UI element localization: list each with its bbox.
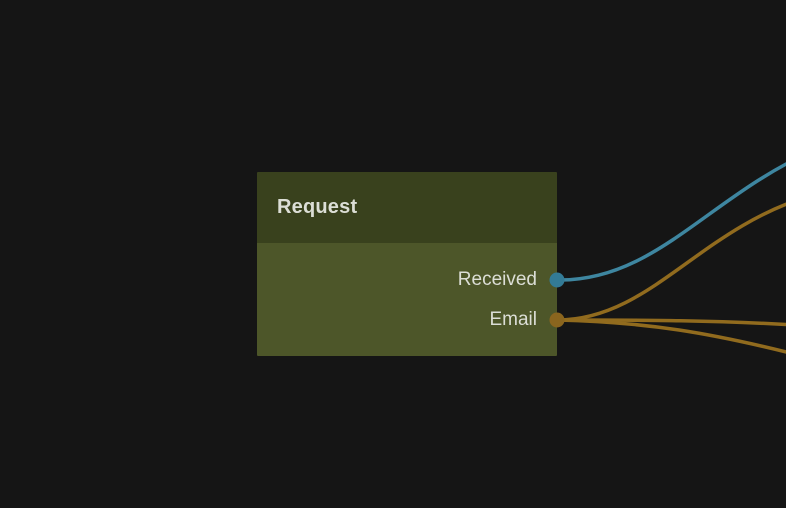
output-row-received: Received <box>257 260 557 300</box>
wire-from-email[interactable] <box>555 318 786 358</box>
output-label-received: Received <box>457 269 537 290</box>
wire-from-email[interactable] <box>555 196 786 322</box>
wire-from-received[interactable] <box>555 150 786 282</box>
output-row-email: Email <box>257 300 557 340</box>
output-port-email[interactable] <box>549 312 565 328</box>
node-body: Received Email <box>257 243 557 356</box>
node-title: Request <box>277 196 358 218</box>
node-header[interactable]: Request <box>257 172 557 243</box>
output-label-email: Email <box>489 309 537 330</box>
output-port-received[interactable] <box>549 272 565 288</box>
node-request[interactable]: Request Received Email <box>257 172 557 356</box>
